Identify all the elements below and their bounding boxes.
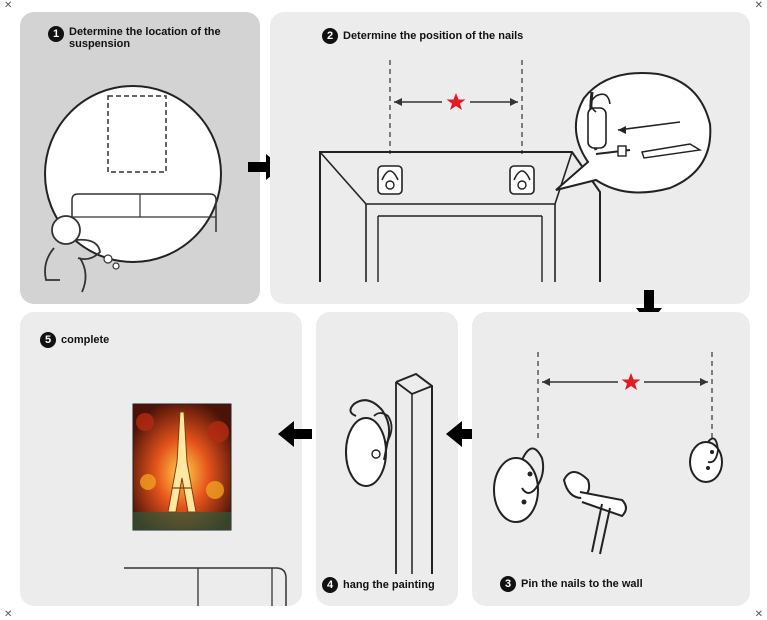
step-5-panel: 5 complete (20, 312, 302, 606)
step-1-label: Determine the location of the suspension (69, 26, 221, 50)
zoom-callout (555, 72, 712, 194)
step-3-illustration (493, 352, 723, 555)
step-3-number: 3 (500, 576, 516, 592)
step-2-number: 2 (322, 28, 338, 44)
step-3-panel: 3 Pin the nails to the wall (472, 312, 750, 606)
step-4-panel: 4 hang the painting (316, 312, 458, 606)
arrow-left-icon (278, 421, 312, 447)
step-1-number: 1 (48, 26, 64, 42)
step-5-illustration (124, 403, 287, 606)
step-4-illustration (345, 372, 433, 574)
step-3-label: Pin the nails to the wall (521, 578, 643, 590)
arrow-left-icon (446, 421, 480, 447)
hanger-right-icon (509, 165, 535, 195)
step-5-label: complete (61, 334, 110, 346)
step-5-caption: 5 complete (40, 332, 109, 348)
step-4-label: hang the painting (343, 579, 435, 591)
dashed-frame-outline (107, 95, 167, 173)
painting-eiffel-tower (132, 403, 232, 531)
hook-and-hanger-icon (345, 399, 393, 487)
step-2-panel: 2 Determine the position of the nails (270, 12, 750, 304)
step-1-caption: 1 Determine the location of the suspensi… (48, 26, 248, 50)
crop-mark-top-right: ✕ (754, 0, 763, 11)
step-1-illustration (44, 85, 222, 293)
step-2-label: Determine the position of the nails (343, 30, 524, 42)
step-3-caption: 3 Pin the nails to the wall (500, 576, 643, 592)
wall-hook-right-icon (689, 437, 723, 483)
step-1-panel: 1 Determine the location of the suspensi… (20, 12, 260, 304)
step-2-caption: 2 Determine the position of the nails (322, 28, 523, 44)
wall-hook-left-icon (493, 447, 545, 523)
step-4-number: 4 (322, 577, 338, 593)
crop-mark-top-left: ✕ (4, 0, 13, 11)
hammer-icon (562, 471, 627, 555)
red-star-icon (446, 93, 466, 110)
step-5-number: 5 (40, 332, 56, 348)
crop-mark-bottom-right: ✕ (754, 609, 763, 620)
red-star-icon (621, 373, 641, 390)
hanger-left-icon (377, 165, 403, 195)
person-head (51, 215, 81, 245)
crop-mark-bottom-left: ✕ (4, 609, 13, 620)
step-2-illustration (319, 60, 712, 282)
step-4-caption: 4 hang the painting (322, 577, 435, 593)
